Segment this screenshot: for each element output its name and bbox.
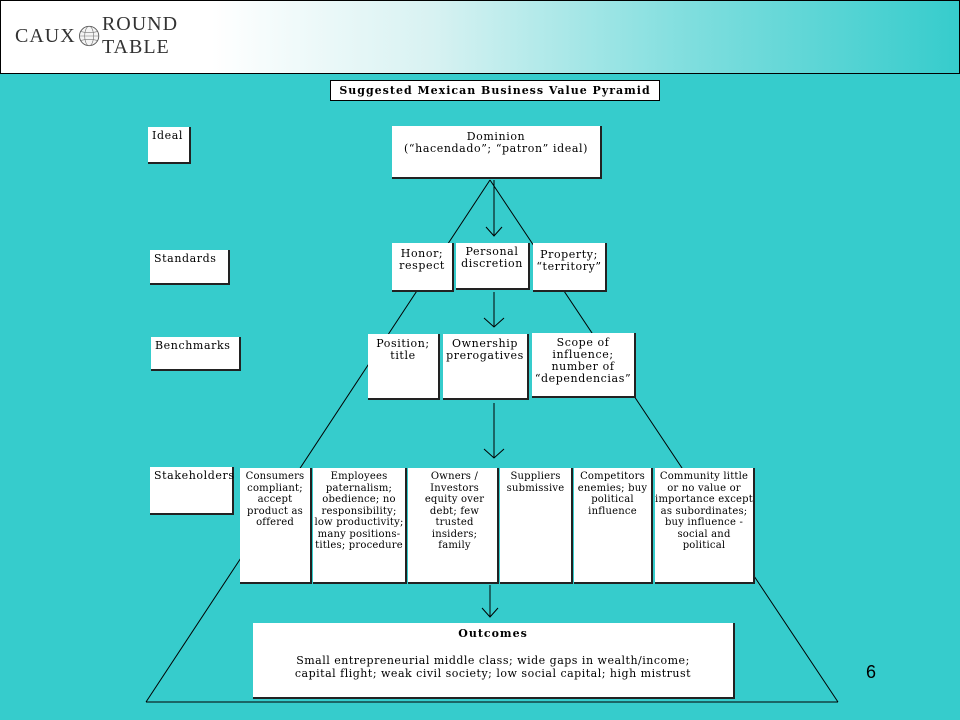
label-benchmarks: Benchmarks bbox=[151, 337, 241, 371]
label-ideal: Ideal bbox=[148, 127, 191, 164]
benchmark-scope-box: Scope of influence; number of “dependenc… bbox=[532, 333, 636, 398]
logo-text-right: ROUND TABLE bbox=[101, 13, 179, 58]
header-banner: CAUX ROUND TABLE bbox=[0, 0, 960, 74]
stakeholder-consumers-box: Consumers compliant; accept product as o… bbox=[240, 468, 312, 584]
ideal-description: (“hacendado”; “patron” ideal) bbox=[404, 142, 588, 155]
label-standards: Standards bbox=[150, 250, 230, 285]
outcomes-text: Small entrepreneurial middle class; wide… bbox=[294, 654, 692, 680]
stakeholder-owners-box: Owners / Investors equity over debt; few… bbox=[408, 468, 499, 584]
outcomes-box: Outcomes Small entrepreneurial middle cl… bbox=[253, 623, 735, 699]
globe-icon bbox=[78, 25, 99, 47]
standard-honor-box: Honor; respect bbox=[392, 243, 454, 292]
stakeholder-suppliers-box: Suppliers submissive bbox=[500, 468, 573, 584]
diagram-title: Suggested Mexican Business Value Pyramid bbox=[330, 80, 660, 101]
ideal-dominion-box: Dominion (“hacendado”; “patron” ideal) bbox=[392, 126, 602, 179]
stakeholder-employees-box: Employees paternalism; obedience; no res… bbox=[313, 468, 407, 584]
benchmark-ownership-box: Ownership prerogatives bbox=[443, 334, 529, 400]
ideal-dominion: Dominion bbox=[466, 130, 526, 143]
standard-property-box: Property; “territory” bbox=[533, 243, 607, 292]
benchmark-position-box: Position; title bbox=[368, 334, 440, 400]
label-stakeholders: Stakeholders bbox=[150, 467, 234, 515]
standard-personal-discretion-box: Personal discretion bbox=[456, 243, 530, 290]
logo-text-left: CAUX bbox=[15, 24, 76, 47]
stakeholder-competitors-box: Competitors enemies; buy political influ… bbox=[574, 468, 653, 584]
page-number: 6 bbox=[866, 662, 877, 682]
outcomes-title: Outcomes bbox=[458, 627, 528, 640]
caux-round-table-logo: CAUX ROUND TABLE bbox=[15, 9, 213, 63]
stakeholder-community-box: Community little or no value or importan… bbox=[655, 468, 755, 584]
